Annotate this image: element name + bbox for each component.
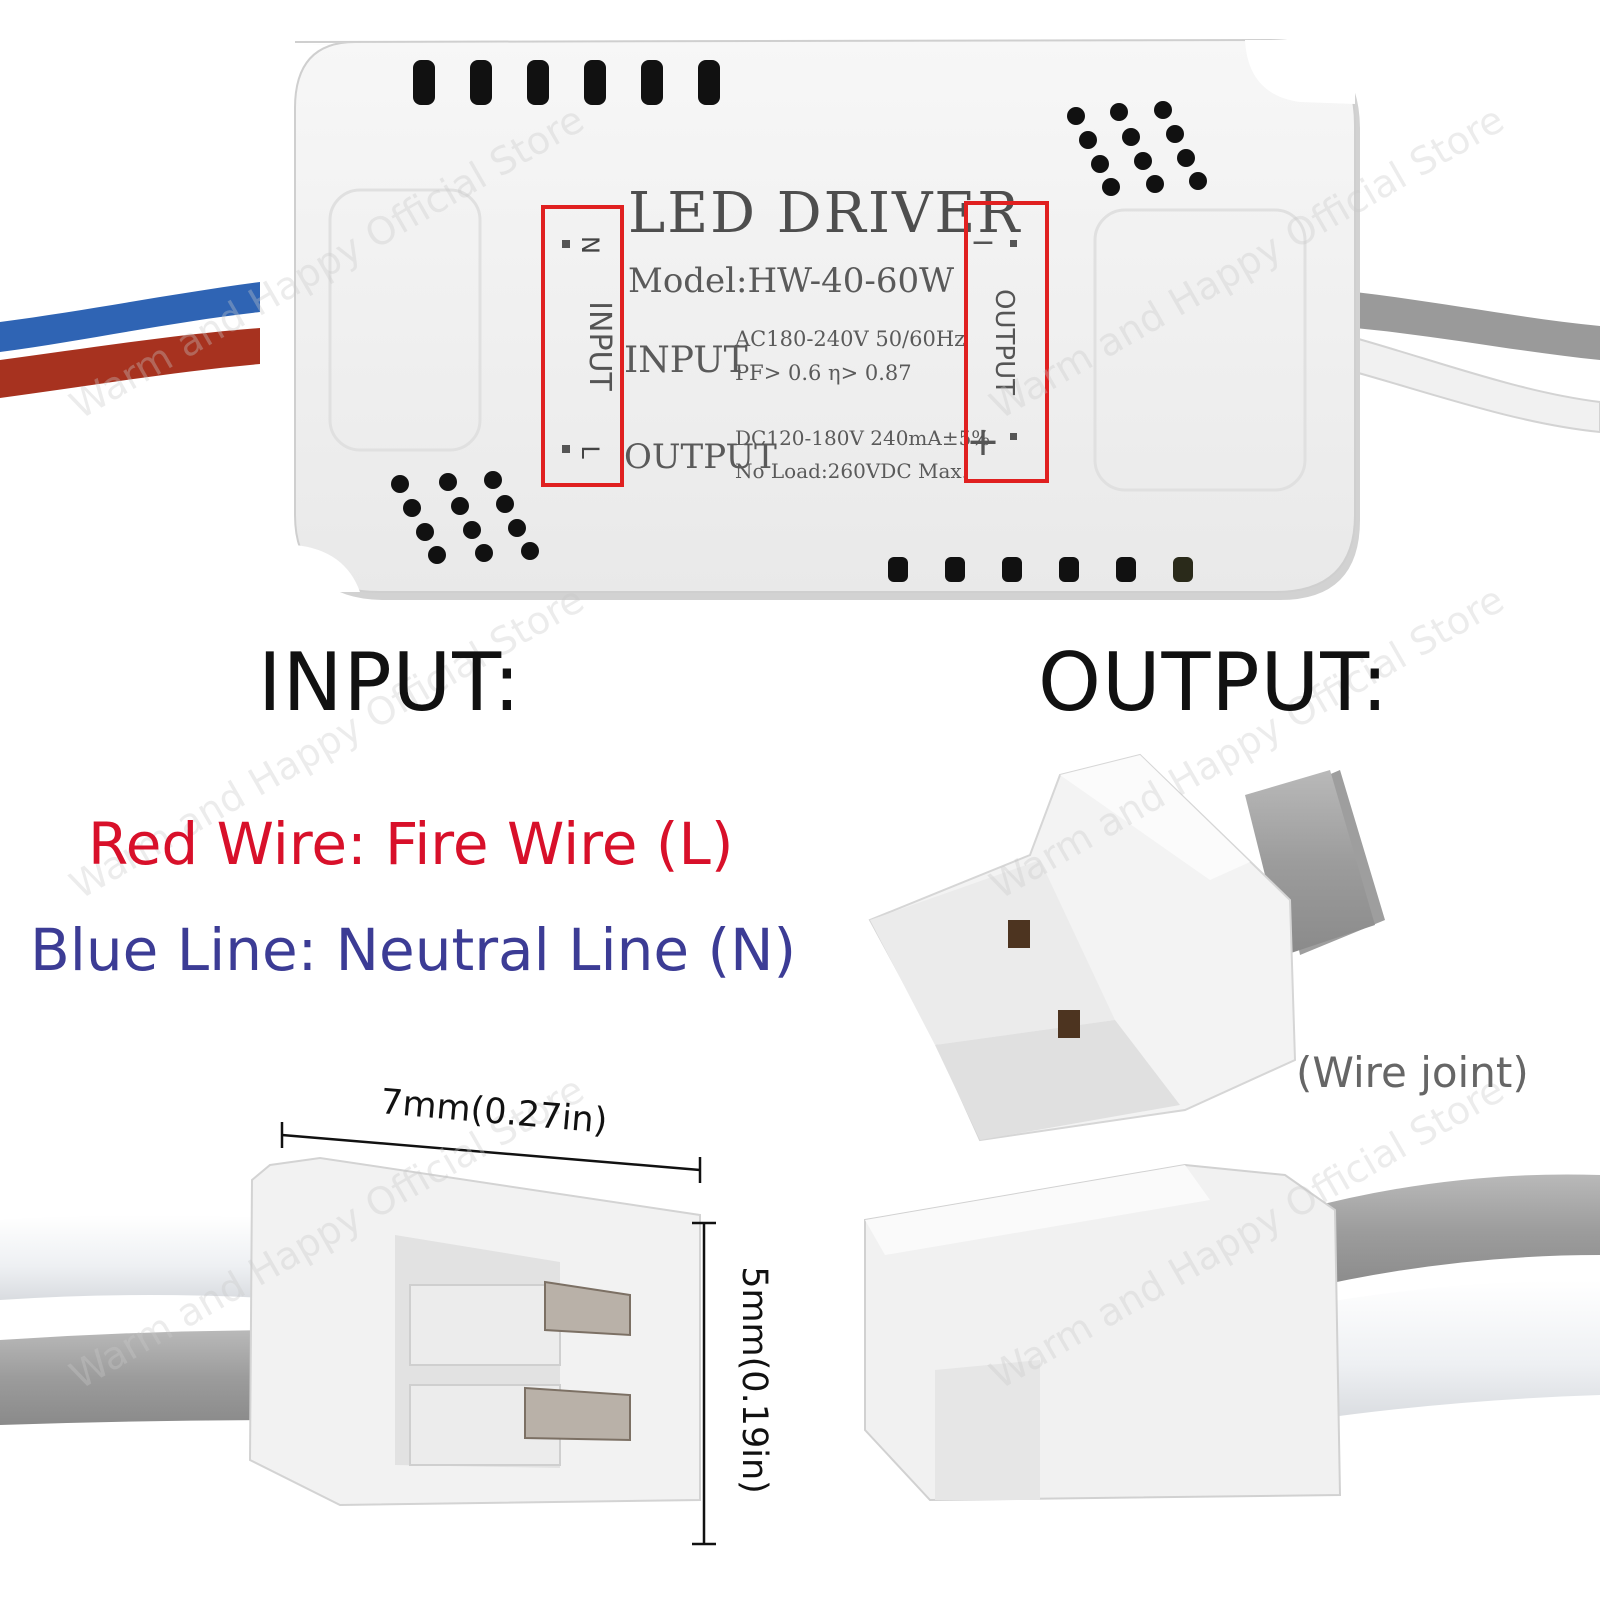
case-print: LED DRIVER Model:HW-40-60W INPUT AC180-2… [624,181,1021,483]
case-output-spec-2: No Load:260VDC Max. [735,459,968,483]
case-input-spec-2: PF> 0.6 η> 0.87 [735,361,912,385]
input-wires [0,282,260,398]
output-terminal-box: − OUTPUT + [964,201,1049,483]
width-dimension-line [280,1122,702,1183]
input-terminal-box: N INPUT L [541,205,624,487]
height-dimension-line [692,1221,716,1546]
side-output-label: OUTPUT [989,289,1019,395]
top-vent-slots [413,60,720,105]
case-output-label: OUTPUT [624,437,777,477]
right-vent-holes [1067,101,1207,196]
white-output-wire [1354,336,1600,434]
side-input-label: INPUT [582,301,617,391]
connector-right [864,1163,1600,1502]
wire-joint-note: (Wire joint) [1296,1048,1529,1097]
connector-left [0,1156,701,1507]
wire-joint-connector [868,753,1385,1142]
case-input-label: INPUT [624,340,748,381]
minus-marker: − [970,225,995,260]
case-input-spec-1: AC180-240V 50/60Hz [734,327,965,351]
led-driver-case [294,38,1360,600]
case-output-spec-1: DC120-180V 240mA±5% [735,426,990,450]
n-marker: N [576,236,604,254]
red-wire [0,328,260,398]
input-heading: INPUT: [258,636,522,729]
output-heading: OUTPUT: [1038,636,1390,729]
blue-wire [0,282,260,352]
gray-output-wire [1355,292,1600,360]
driver-title: LED DRIVER [628,181,1021,246]
l-marker: L [576,445,604,459]
blue-line-legend: Blue Line: Neutral Line (N) [30,916,797,984]
plus-marker: + [966,419,1000,465]
bottom-vent-slots [888,557,1193,582]
output-wires [1354,292,1600,434]
height-dimension-label: 5mm(0.19in) [733,1266,774,1494]
red-wire-legend: Red Wire: Fire Wire (L) [88,810,734,878]
left-vent-holes [391,471,539,564]
driver-model: Model:HW-40-60W [628,261,954,301]
